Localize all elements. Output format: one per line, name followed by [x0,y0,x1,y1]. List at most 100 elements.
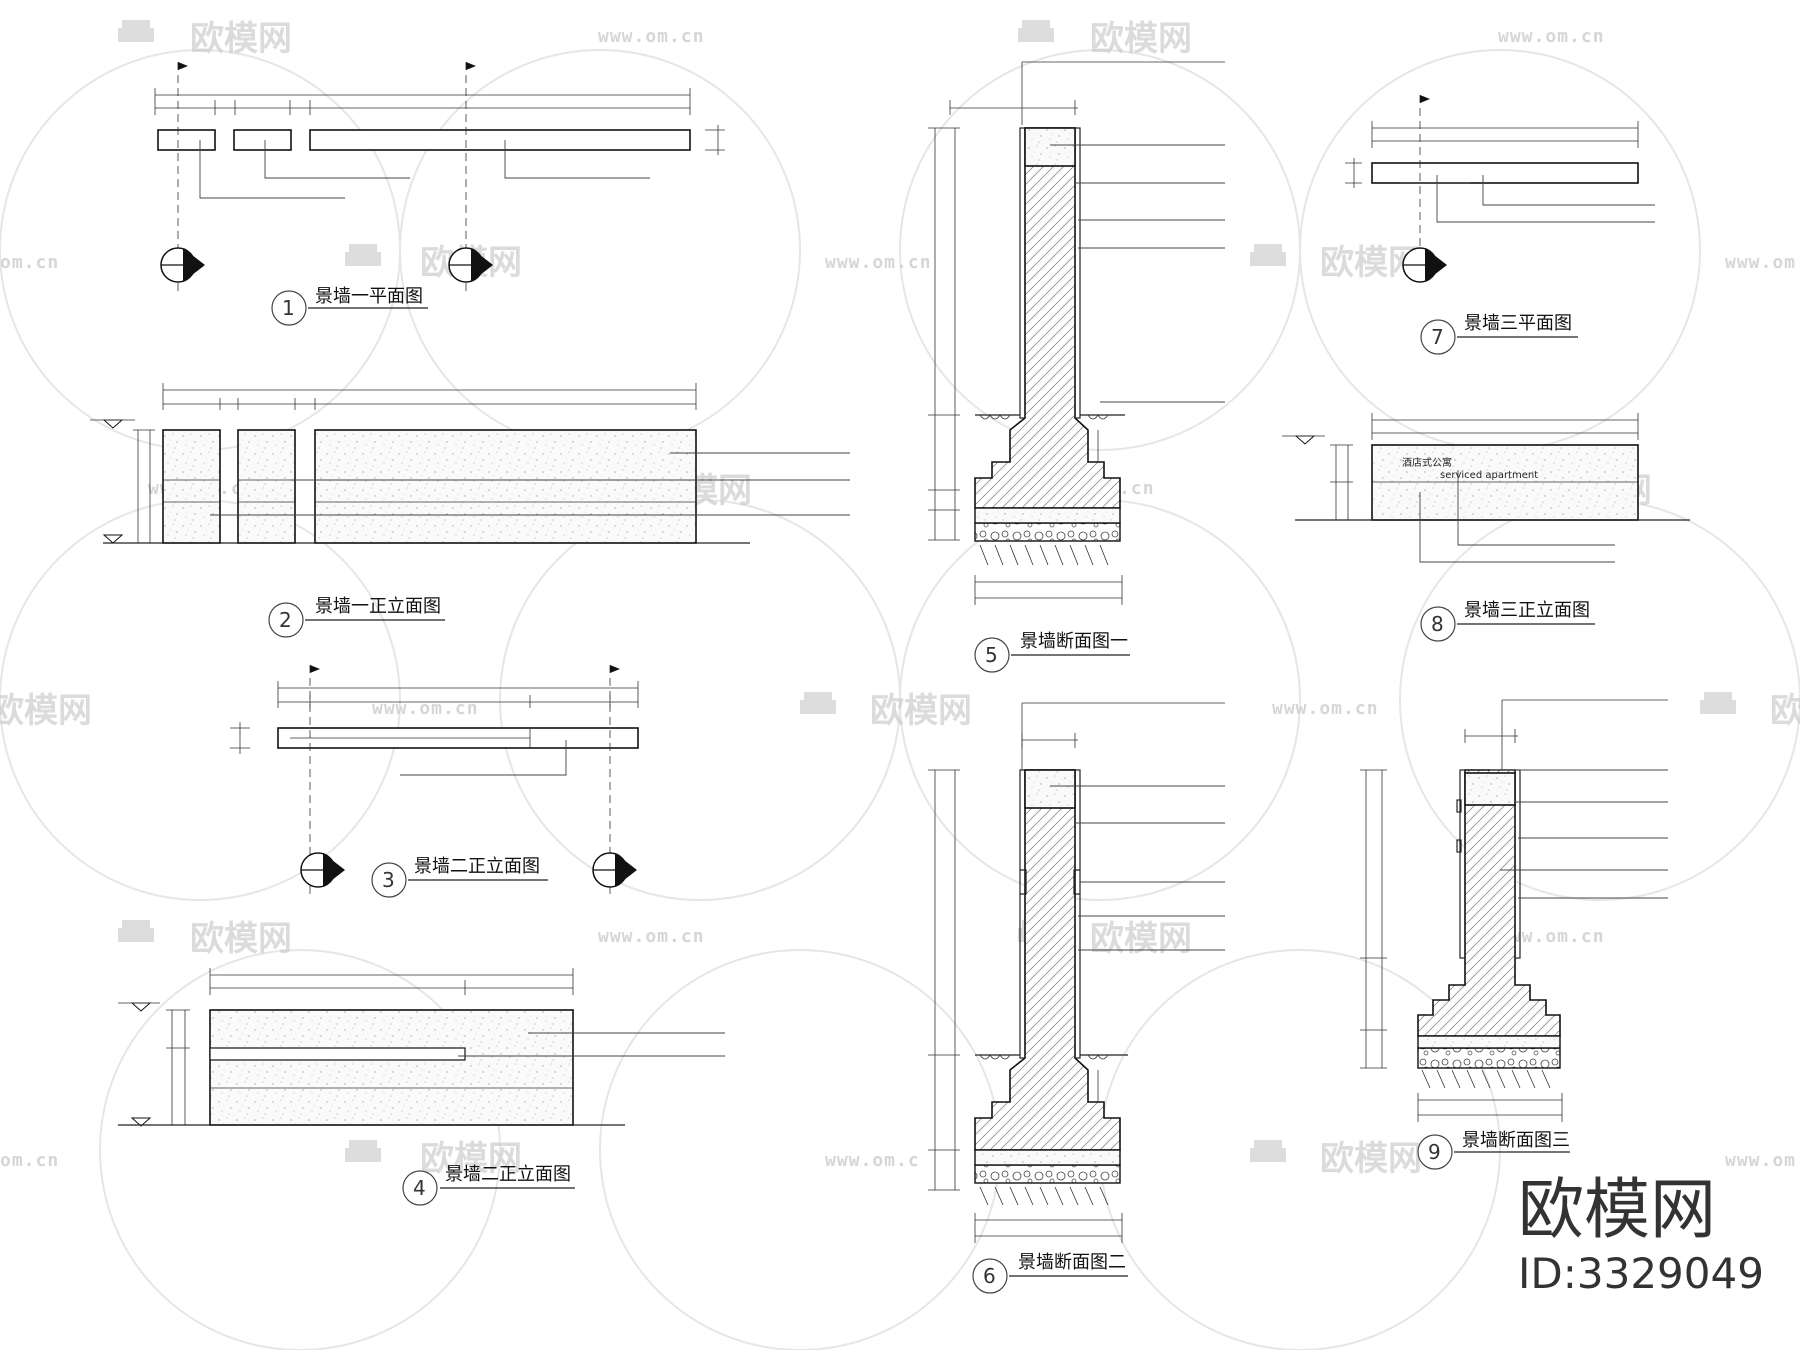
coping-stone [1024,127,1076,167]
gravel-bed [1417,1047,1561,1069]
watermark-text: 欧模网 [1320,1139,1422,1179]
sign-text-cn: 酒店式公寓 [1402,456,1452,469]
watermark-text: 欧模网 [1090,19,1192,59]
dimension-lines [1345,121,1639,188]
soil-hatch [979,1186,1109,1206]
watermark-url: www.om.cn [1498,926,1605,947]
level-marker-icon [1294,435,1316,445]
leader-lines [1050,785,1225,951]
drawing-caption: 景墙三平面图 [1464,313,1572,334]
drawing-number: 5 [985,643,998,667]
wall-elevation [209,1009,574,1126]
watermark-url: www.om.cn [1498,26,1605,47]
gravel-bed [974,522,1121,542]
section-marker-icon [448,247,493,283]
watermark-url: om.cn [0,1150,59,1171]
brand-block: 欧模网 ID:3329049 [1518,1171,1764,1298]
drawing-1-plan: 1 景墙一平面图 [154,62,725,326]
dimension-lines [928,61,1225,605]
coping-stone [1464,772,1516,806]
wall-segment-plan [157,129,216,151]
leader-lines [1436,175,1655,223]
concrete-wall-section [1417,769,1561,1037]
drawing-number-circle [268,602,304,638]
drawing-number: 8 [1431,612,1444,636]
drawing-number-circle [271,290,307,326]
drawing-number: 3 [382,868,395,892]
dimension-lines [1360,699,1668,1122]
drawing-caption: 景墙断面图三 [1462,1130,1570,1151]
watermark-text: 欧模网 [870,691,972,731]
drawing-caption: 景墙一平面图 [315,286,423,307]
inlay-groove [1020,869,1080,895]
drawing-number-circle [1417,1134,1453,1170]
drawing-number: 9 [1428,1140,1441,1164]
soil-hatch [1421,1069,1551,1089]
leader-lines [199,140,650,199]
leader-lines [1490,769,1668,899]
cladding-layer [1019,127,1026,419]
gravel-bed [974,1164,1121,1184]
watermark-text: 欧模网 [190,919,292,959]
drawing-caption: 景墙一正立面图 [315,596,441,617]
drawing-5-section: 5 景墙断面图一 [928,61,1225,673]
drawing-caption: 景墙二正立面图 [414,856,540,877]
sign-fixing [1456,799,1462,813]
drawing-8-elevation: 酒店式公寓 serviced apartment 8 景墙三正立面图 [1282,413,1690,642]
drawing-number: 4 [413,1176,426,1200]
watermark-url: www.om.cn [598,26,705,47]
watermark-url: om.cn [0,252,59,273]
watermark-text: 欧模网 [0,691,92,731]
drawing-2-elevation: 2 景墙一正立面图 [90,383,850,638]
watermark-url: www.om.cn [1725,252,1800,273]
drawing-number: 1 [282,296,295,320]
drawing-number: 2 [279,608,292,632]
watermark-text: 欧模网 [1090,919,1192,959]
watermark-url: www.om.c [825,1150,920,1171]
drawing-caption: 景墙二正立面图 [445,1164,571,1185]
dimension-lines [1330,413,1639,521]
soil-hatch [979,544,1109,566]
leader-lines [1419,470,1615,563]
dimension-lines [928,702,1225,1243]
watermark-url: www.om.cn [372,698,479,719]
section-marker-icon [1402,247,1447,283]
watermark-url: www.om.cn [598,926,705,947]
dimension-lines [230,681,639,754]
cladding-layer [1459,769,1466,959]
watermark-url: www.om.cn [1725,1150,1800,1171]
dimension-lines [166,968,574,1126]
watermark-text: 欧模网 [190,19,292,59]
level-marker-icon [102,419,124,544]
earth-symbol [979,1054,1109,1060]
dimension-lines [154,88,725,155]
watermark-url: www.om.cn [825,252,932,273]
watermark-url: www.om.cn [1272,698,1379,719]
flag-icon [178,62,476,70]
section-marker-icon [300,852,345,888]
wall-plan [1371,162,1639,184]
leader-lines [1050,144,1225,403]
drawing-number: 6 [983,1264,996,1288]
drawing-number-circle [974,637,1010,673]
drawing-9-section: 9 景墙断面图三 [1360,699,1668,1170]
drawing-number-circle [371,862,407,898]
wall-pillar-elevation [237,429,296,544]
wall-segment-plan [309,129,691,151]
leader-lines [458,1032,725,1057]
earth-symbol [979,414,1109,420]
sign-fixing [1456,839,1462,853]
drawing-7-plan: 7 景墙三平面图 [1345,95,1655,355]
brand-name: 欧模网 [1518,1171,1716,1248]
drawing-number-circle [972,1258,1008,1294]
drawing-caption: 景墙断面图一 [1020,631,1128,652]
flag-icon [310,665,620,673]
sign-text-en: serviced apartment [1440,470,1538,481]
drawing-3-plan: 3 景墙二正立面图 [230,665,639,898]
flag-icon [1420,95,1430,103]
concrete-base [974,1149,1121,1166]
section-marker-icon [160,247,205,283]
brand-id: ID:3329049 [1518,1249,1764,1298]
drawing-number-circle [402,1170,438,1206]
